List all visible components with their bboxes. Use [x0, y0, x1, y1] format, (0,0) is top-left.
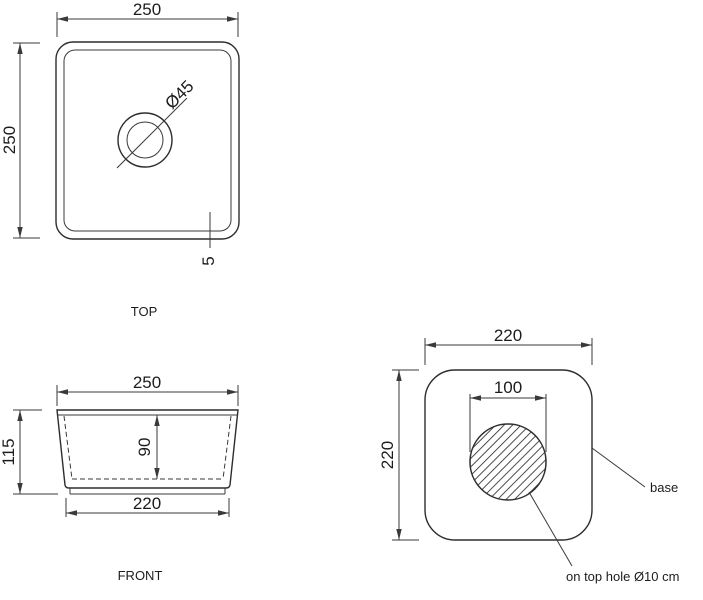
top-view-outer-body: [55, 41, 240, 240]
top-height-dim-text: 250: [0, 126, 19, 154]
top-view-drain-inner: [126, 121, 164, 159]
front-base-width-dimension: 220: [65, 494, 230, 517]
front-view-inner-wall-left: [63, 415, 73, 480]
front-view-foot: [69, 488, 226, 495]
front-base-width-dim-text: 220: [133, 494, 161, 513]
front-view-body: [56, 409, 239, 489]
hole-span-dim-text: 100: [494, 378, 522, 397]
top-width-dim-text: 250: [133, 0, 161, 19]
leader-line: [591, 447, 646, 488]
top-height-dimension: 250: [0, 42, 40, 239]
front-view: 250 115 90 220 FRONT: [0, 373, 239, 583]
front-view-inner-wall-right: [222, 415, 232, 480]
rim-thickness-dim-text: 5: [199, 256, 218, 265]
top-view-drain-outer: [117, 112, 173, 168]
base-callout-text: base: [650, 480, 678, 495]
front-width-dim-text: 250: [133, 373, 161, 392]
bottom-view-body: [424, 369, 593, 541]
front-view-label: FRONT: [118, 568, 163, 583]
drain-dimension: Ø45: [116, 77, 198, 169]
top-width-dimension: 250: [56, 0, 239, 37]
front-height-dimension: 115: [0, 409, 58, 495]
rim-thickness-dimension: 5: [199, 212, 218, 266]
base-callout: base: [591, 447, 678, 495]
leader-line: [116, 97, 188, 169]
hole-callout: on top hole Ø10 cm: [528, 491, 679, 584]
top-view: 250 250 Ø45 5 TOP: [0, 0, 240, 319]
bottom-height-dimension: 220: [378, 369, 419, 541]
bottom-view-hole: [469, 423, 547, 501]
front-width-dimension: 250: [56, 373, 239, 406]
bottom-height-dim-text: 220: [378, 441, 397, 469]
leader-line: [528, 491, 573, 567]
hole-span-dimension: 100: [469, 378, 547, 452]
top-view-inner-rim: [63, 49, 232, 232]
drain-dim-text: Ø45: [161, 77, 197, 113]
front-height-dim-text: 115: [0, 438, 18, 465]
front-depth-dimension: 90: [135, 415, 160, 479]
top-view-label: TOP: [131, 304, 158, 319]
bottom-width-dim-text: 220: [494, 326, 522, 345]
bottom-view: 220 220 100 base on top hole Ø10 cm: [378, 326, 679, 584]
bottom-width-dimension: 220: [424, 326, 593, 365]
hole-callout-text: on top hole Ø10 cm: [566, 569, 679, 584]
front-depth-dim-text: 90: [135, 438, 154, 457]
